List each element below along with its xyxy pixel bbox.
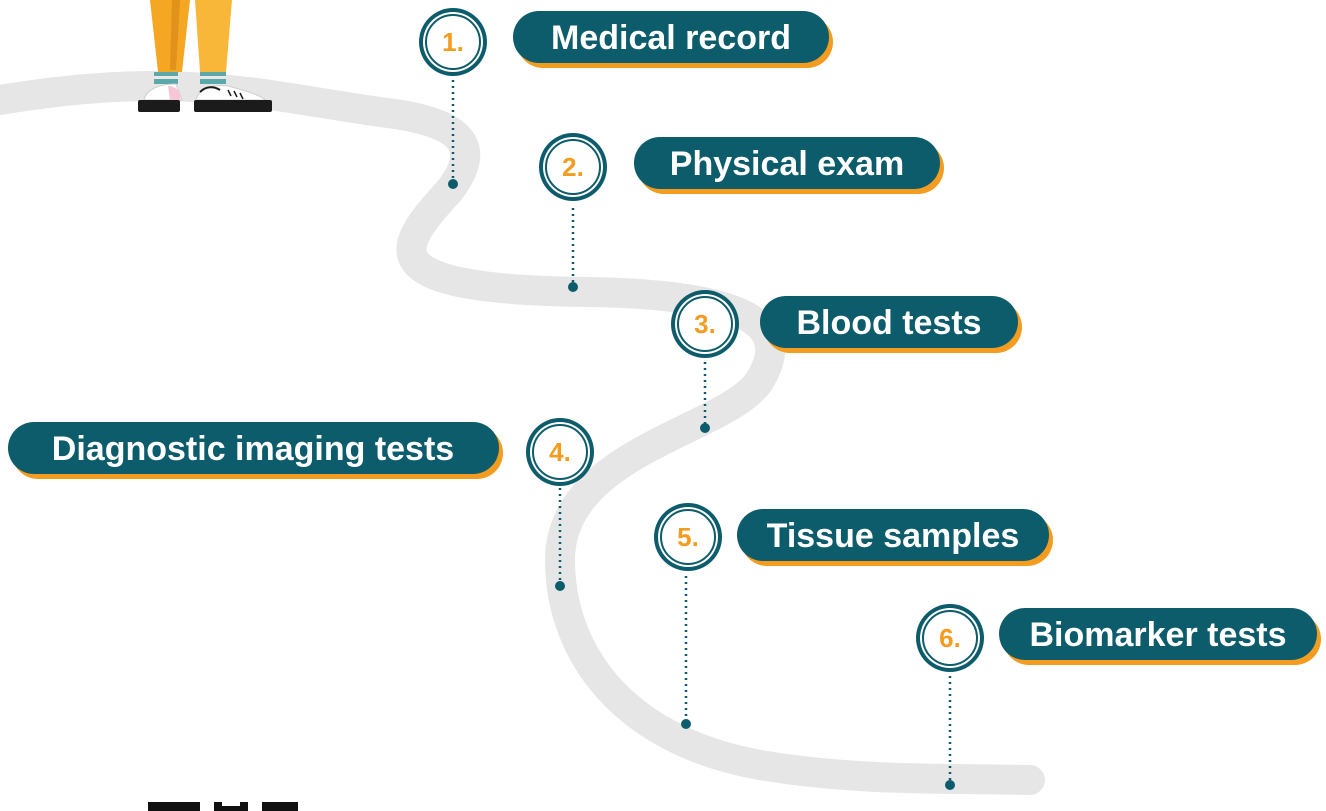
step-3-number-circle: 3. — [671, 290, 739, 358]
step-6-number-circle: 6. — [916, 604, 984, 672]
step-6-label-badge: Biomarker tests — [999, 608, 1321, 665]
step-3-label-badge: Blood tests — [760, 296, 1022, 353]
step-5-number: 5. — [677, 522, 699, 552]
step-4-label-badge: Diagnostic imaging tests — [8, 422, 503, 479]
road-path — [0, 71, 1045, 795]
step-1-number: 1. — [442, 27, 464, 57]
step-3: 3. Blood tests — [671, 290, 1022, 358]
step-6-label: Biomarker tests — [1029, 616, 1286, 654]
step-2-number: 2. — [562, 152, 584, 182]
step-4-label: Diagnostic imaging tests — [52, 430, 454, 468]
step-5-label-badge: Tissue samples — [737, 509, 1053, 566]
step-4-number: 4. — [549, 437, 571, 467]
step-2-number-circle: 2. — [539, 133, 607, 201]
leader-lines — [451, 80, 952, 782]
step-1-number-circle: 1. — [419, 8, 487, 76]
step-2-label: Physical exam — [670, 145, 904, 183]
step-2-label-badge: Physical exam — [634, 137, 944, 194]
person-walking-legs-icon — [138, 0, 272, 112]
step-4-number-circle: 4. — [526, 418, 594, 486]
leader-dots — [448, 179, 955, 790]
step-1-label-badge: Medical record — [513, 11, 833, 68]
step-5: 5. Tissue samples — [654, 503, 1053, 571]
step-1-label: Medical record — [551, 19, 791, 57]
step-4: Diagnostic imaging tests 4. — [8, 418, 594, 486]
step-6-number: 6. — [939, 623, 961, 653]
step-5-label: Tissue samples — [767, 517, 1020, 555]
step-5-number-circle: 5. — [654, 503, 722, 571]
step-6: 6. Biomarker tests — [916, 604, 1321, 672]
step-2: 2. Physical exam — [539, 133, 944, 201]
step-3-number: 3. — [694, 309, 716, 339]
partial-logo-bottom-left — [148, 802, 298, 811]
step-3-label: Blood tests — [796, 304, 981, 342]
step-1: 1. Medical record — [419, 8, 833, 76]
